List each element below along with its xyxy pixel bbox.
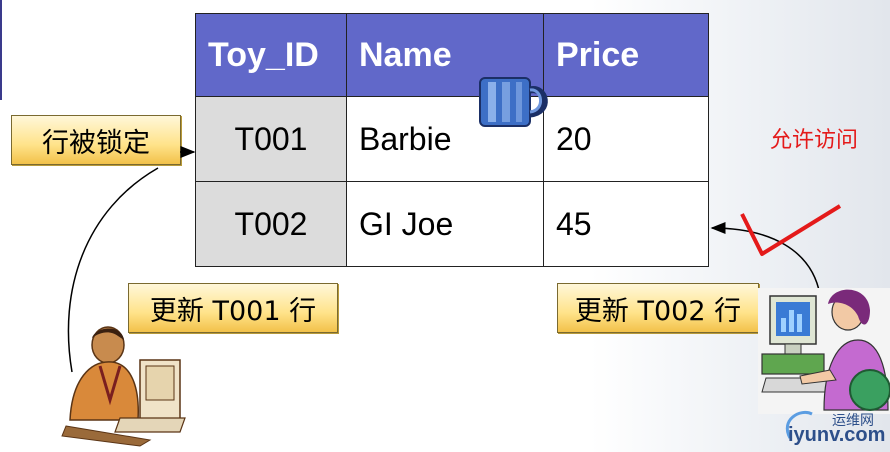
arrow-woman-to-row xyxy=(710,222,821,296)
lock-icon xyxy=(479,77,548,127)
cell-id: T002 xyxy=(195,181,347,267)
connector-man-to-callout xyxy=(67,167,159,373)
table-header-row: Toy_ID Name Price xyxy=(195,13,709,97)
allow-access-label: 允许访问 xyxy=(770,128,859,153)
header-toy-id: Toy_ID xyxy=(195,13,347,97)
woman-at-computer-illustration xyxy=(758,288,890,414)
callout-row-locked: 行被锁定 xyxy=(11,115,181,165)
callout-update-t001: 更新 T001 行 xyxy=(128,283,338,333)
checkmark-icon xyxy=(740,204,842,256)
callout-update-t002: 更新 T002 行 xyxy=(557,283,759,333)
cell-name: GI Joe xyxy=(346,181,544,267)
header-price: Price xyxy=(543,13,709,97)
toy-table: Toy_ID Name Price T001 Barbie 20 T002 GI… xyxy=(195,13,709,267)
watermark-site: iyunv.com xyxy=(788,424,886,446)
man-at-computer-illustration xyxy=(61,326,186,447)
slide-left-border xyxy=(0,0,2,100)
watermark-logo-swoosh xyxy=(786,411,813,439)
cell-price: 45 xyxy=(543,181,709,267)
table-row-t002: T002 GI Joe 45 xyxy=(195,181,709,267)
header-name: Name xyxy=(346,13,544,97)
watermark-brand: 运维网 xyxy=(832,413,874,429)
cell-id: T001 xyxy=(195,96,347,182)
